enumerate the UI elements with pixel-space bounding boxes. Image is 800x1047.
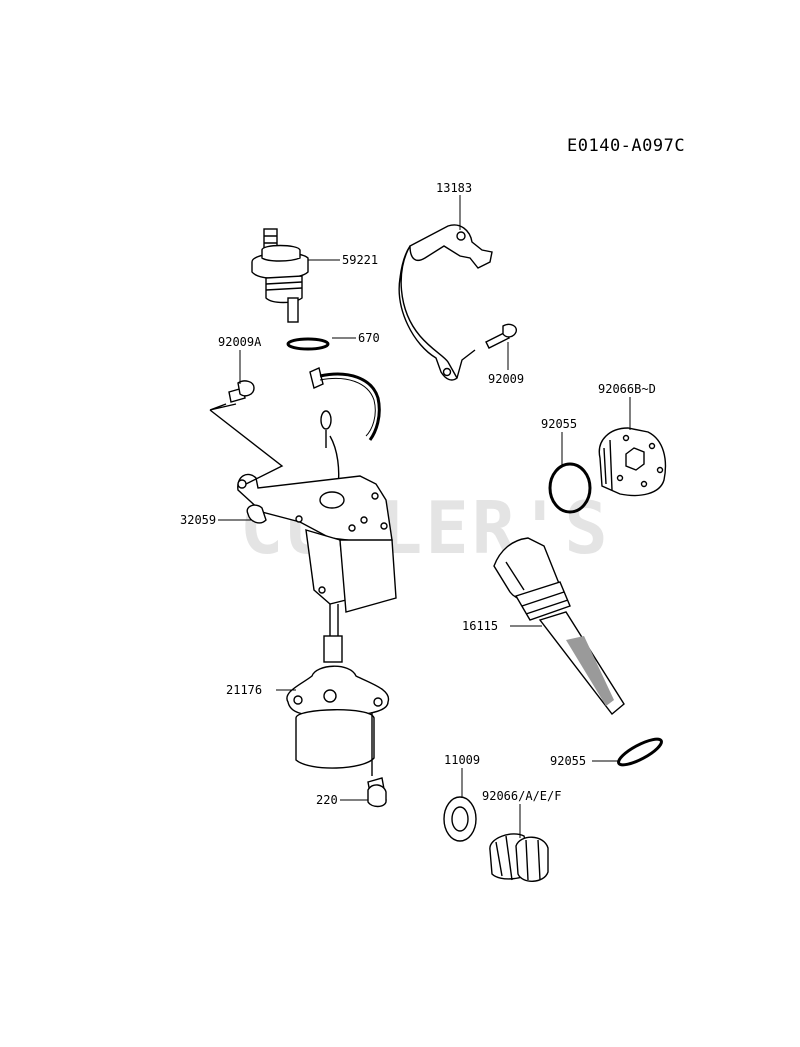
label-92066-aef: 92066/A/E/F (482, 789, 561, 803)
part-labels: 13183 59221 670 92009A 92009 92066B~D 92… (180, 181, 656, 807)
solenoid-21176 (286, 604, 390, 805)
plug-92066b-d (598, 427, 667, 497)
plug-92066-aef (489, 833, 549, 882)
label-16115: 16115 (462, 619, 498, 633)
bolt-92009a (228, 380, 255, 403)
diagram-code: E0140-A097C (567, 136, 685, 156)
o-ring-92055-top (548, 462, 592, 514)
label-13183: 13183 (436, 181, 472, 195)
bracket-13183 (398, 224, 493, 381)
label-21176: 21176 (226, 683, 262, 697)
label-32059: 32059 (180, 513, 216, 527)
label-92066b-d: 92066B~D (598, 382, 656, 396)
hose-wire (309, 367, 381, 489)
dipstick-16115 (493, 537, 625, 716)
o-ring-92055-bottom (617, 737, 663, 767)
bolt-92009 (485, 323, 517, 349)
label-92055-bottom: 92055 (550, 754, 586, 768)
washer-11009 (443, 796, 477, 842)
label-670: 670 (358, 331, 380, 345)
label-92009a: 92009A (218, 335, 262, 349)
plate-32059 (209, 403, 397, 613)
bolt-220 (367, 784, 387, 808)
label-59221: 59221 (342, 253, 378, 267)
label-11009: 11009 (444, 753, 480, 767)
label-220: 220 (316, 793, 338, 807)
leader-lines (218, 195, 631, 838)
label-92055-top: 92055 (541, 417, 577, 431)
o-ring-670 (286, 337, 330, 351)
valve-59221 (251, 228, 309, 323)
label-92009: 92009 (488, 372, 524, 386)
